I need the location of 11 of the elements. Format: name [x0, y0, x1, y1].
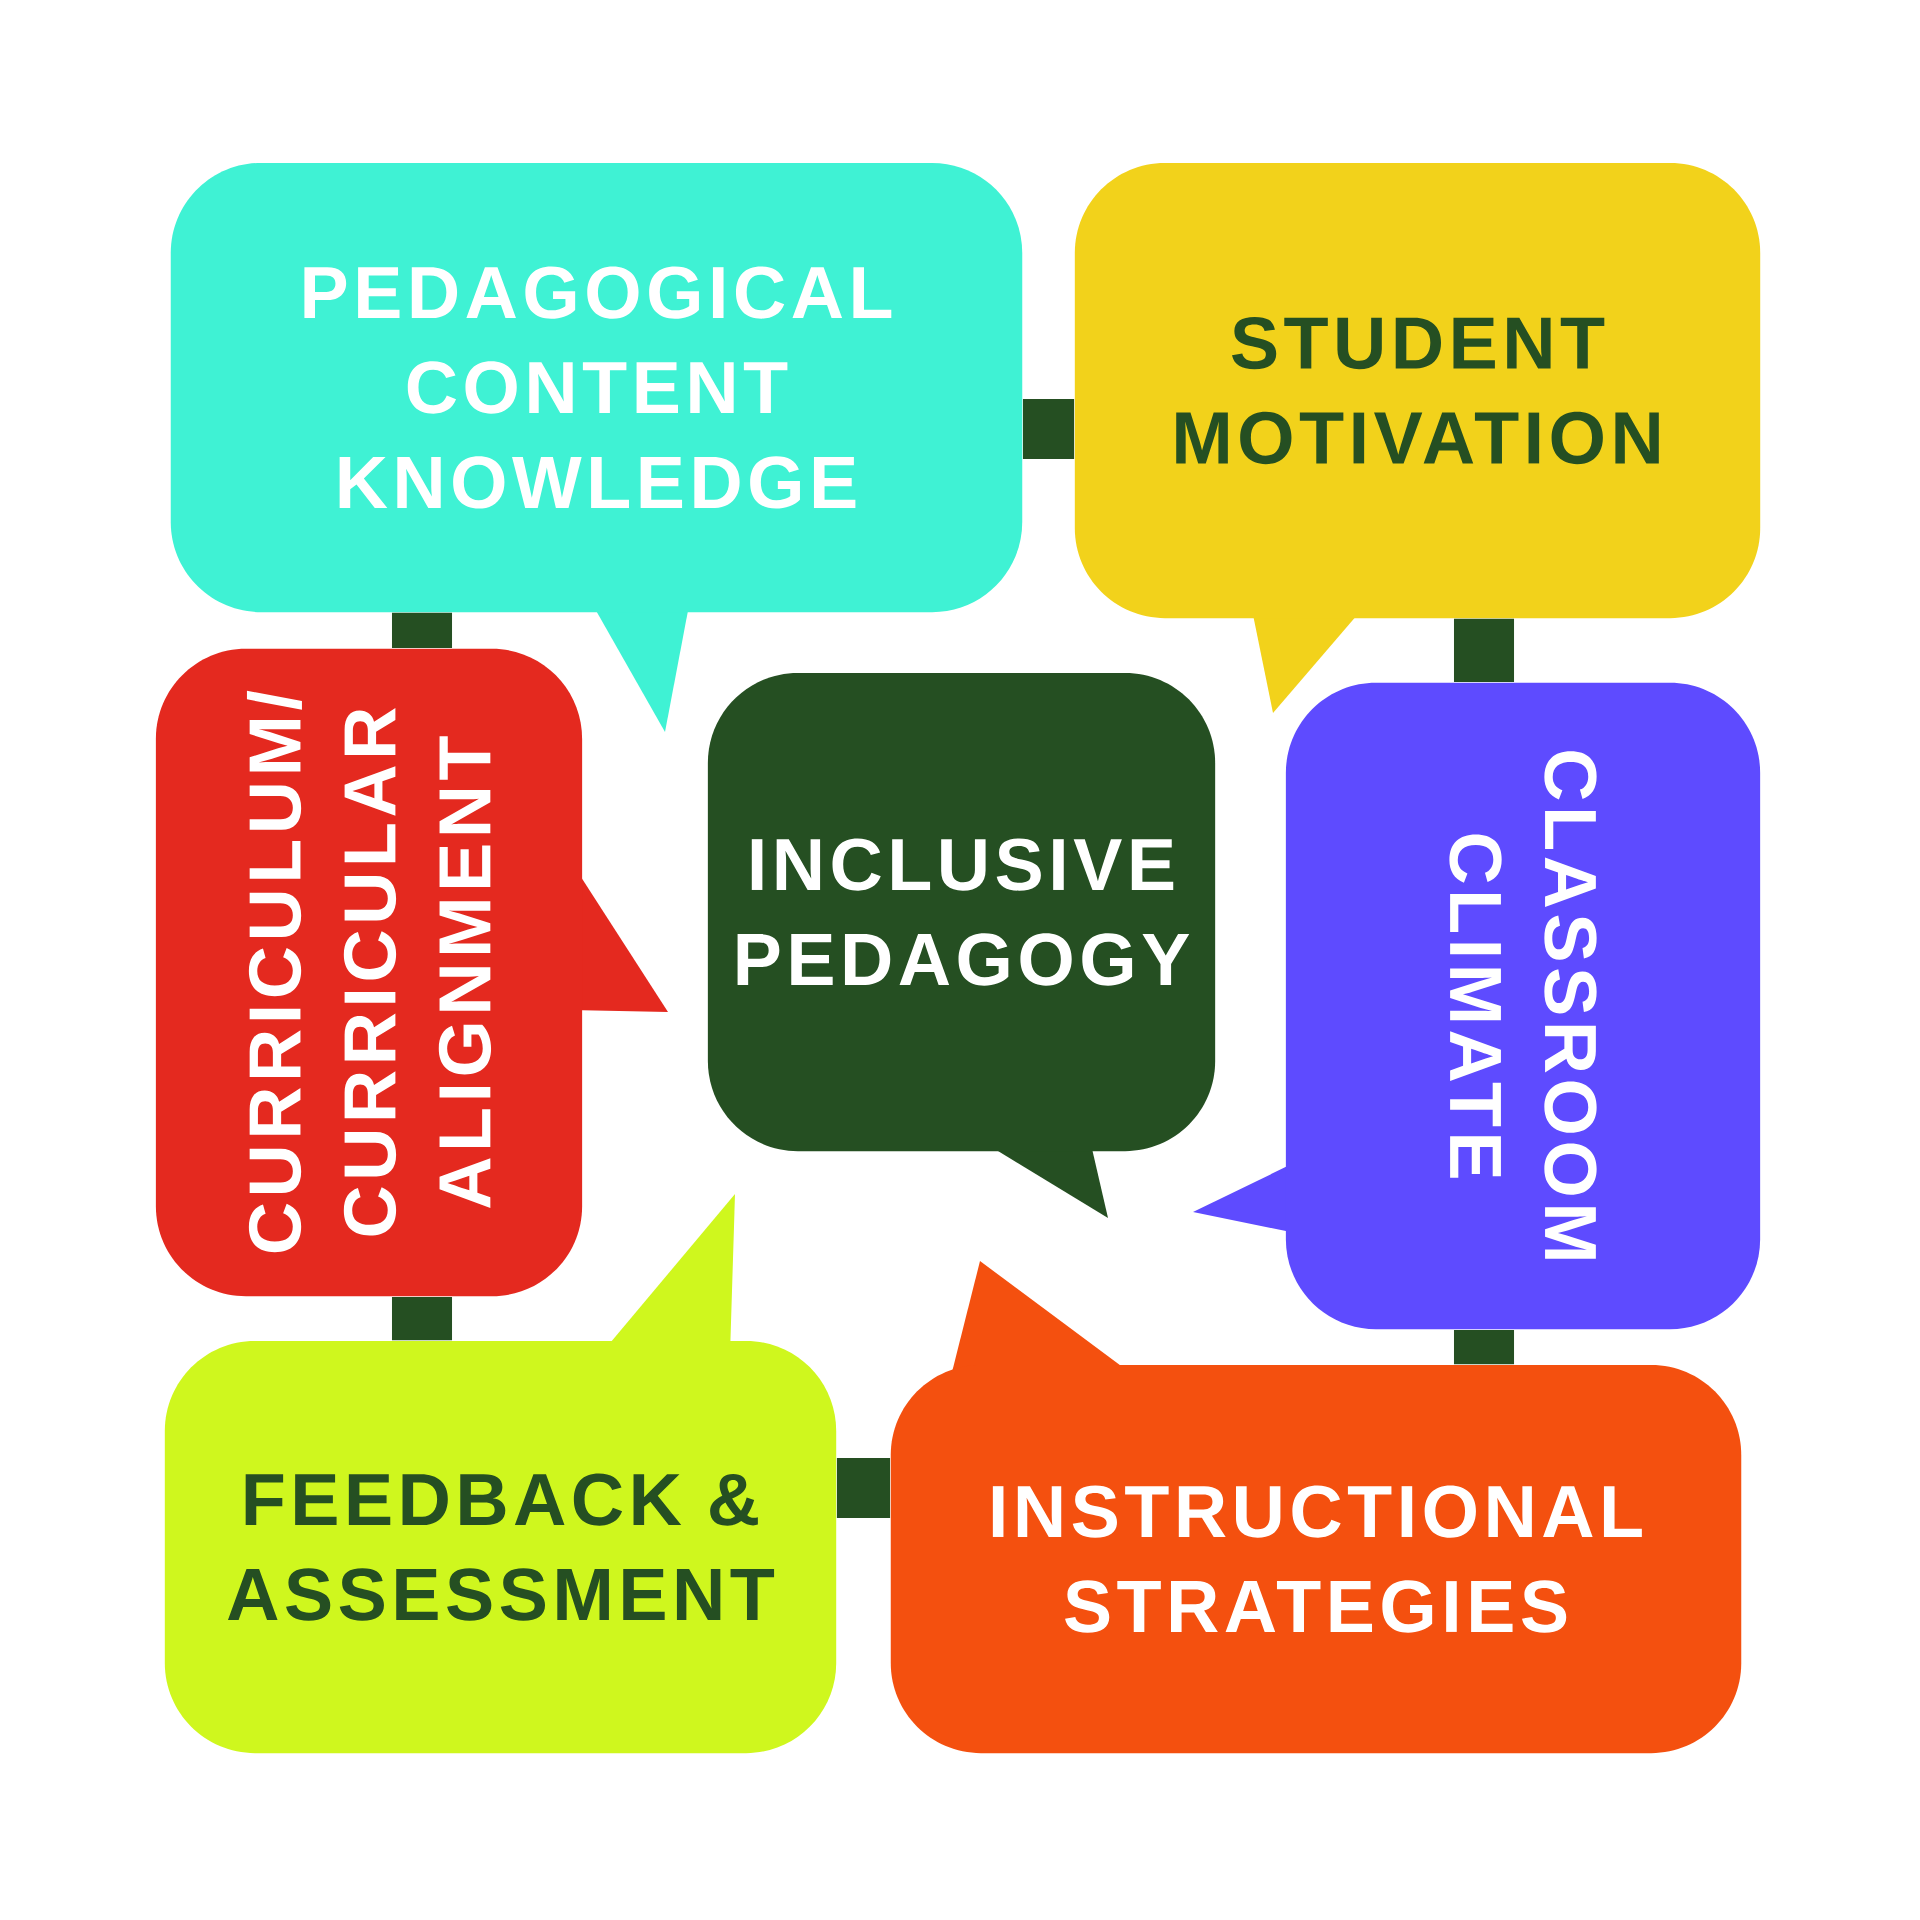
speech-bubble: INCLUSIVE PEDAGOGY: [707, 672, 1216, 1218]
speech-bubble: INSTRUCTIONAL STRATEGIES: [890, 1261, 1742, 1754]
connector-bar: [1454, 1329, 1515, 1365]
connector-bar: [1454, 618, 1515, 683]
connector-bar: [392, 1296, 452, 1341]
speech-bubble: CLASSROOM CLIMATE: [1193, 682, 1761, 1330]
speech-bubble: CURRICULUM/ CURRICULAR ALIGNMENT: [155, 648, 668, 1297]
connector-bar: [1022, 399, 1075, 460]
connector-bar: [392, 612, 452, 649]
speech-bubble: STUDENT MOTIVATION: [1074, 162, 1761, 713]
connector-bar: [836, 1458, 891, 1519]
